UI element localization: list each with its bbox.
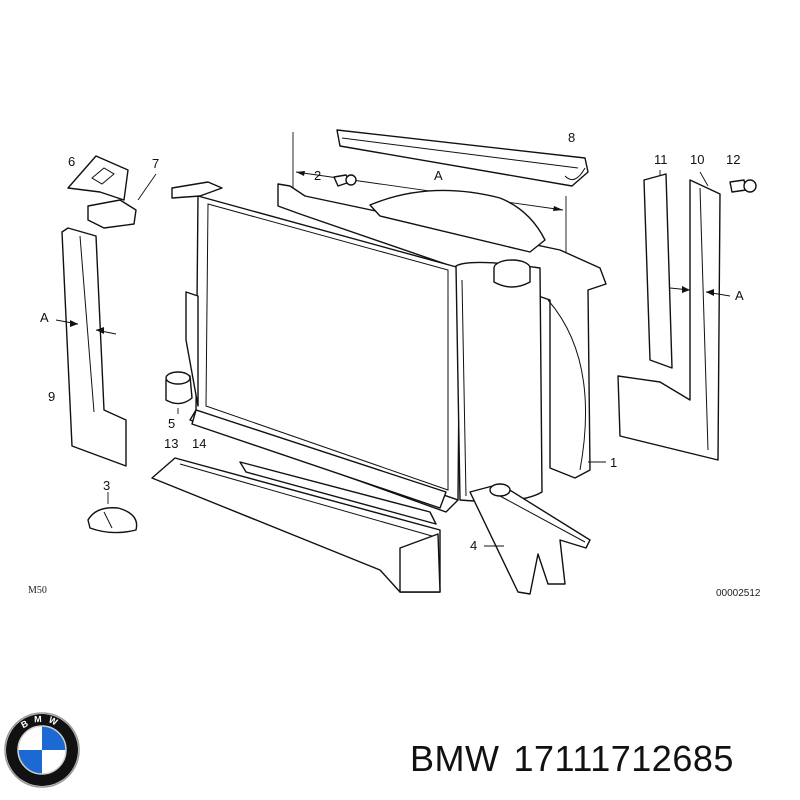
diagram-code: 00002512 [716, 588, 761, 599]
part-1-fan-shroud [277, 183, 607, 479]
section-marker-right [669, 286, 731, 297]
section-mark-a-top: A [434, 168, 443, 183]
part-10-right-outer-panel [617, 171, 721, 461]
section-marker-left [55, 319, 117, 335]
part-14-lower-strip [191, 409, 447, 509]
part-7-grommet [87, 173, 157, 229]
callout-14: 14 [192, 436, 206, 451]
part-9-left-side-panel [61, 227, 127, 467]
callout-3: 3 [103, 478, 110, 493]
part-12-screw [729, 179, 757, 193]
bmw-logo: BMW [4, 712, 80, 788]
part-6-clip [67, 155, 129, 201]
callout-9: 9 [48, 389, 55, 404]
caption-part-number: 17111712685 [513, 738, 734, 779]
part-8-top-seal [336, 129, 589, 187]
engine-label: M50 [28, 585, 47, 596]
callout-2: 2 [314, 168, 321, 183]
callout-11: 11 [654, 152, 668, 167]
part-13-lower-duct [151, 457, 441, 593]
callout-8: 8 [568, 130, 575, 145]
part-5-rubber-mount [165, 371, 193, 414]
radiator-tank [455, 259, 543, 503]
section-mark-a-right: A [735, 288, 744, 303]
part-3-hose-clamp [87, 492, 138, 534]
section-mark-a-left: A [40, 310, 49, 325]
callout-4: 4 [470, 538, 477, 553]
callout-7: 7 [152, 156, 159, 171]
callout-12: 12 [726, 152, 740, 167]
callout-1: 1 [610, 455, 617, 470]
caption-brand: BMW [410, 738, 500, 779]
part-11-right-inner-panel [643, 170, 673, 369]
part-caption: BMW 17111712685 [410, 738, 790, 780]
callout-5: 5 [168, 416, 175, 431]
callout-10: 10 [690, 152, 704, 167]
callout-13: 13 [164, 436, 178, 451]
part-4-lower-bracket [469, 483, 591, 595]
part-2-bolt [333, 174, 357, 187]
callout-6: 6 [68, 154, 75, 169]
